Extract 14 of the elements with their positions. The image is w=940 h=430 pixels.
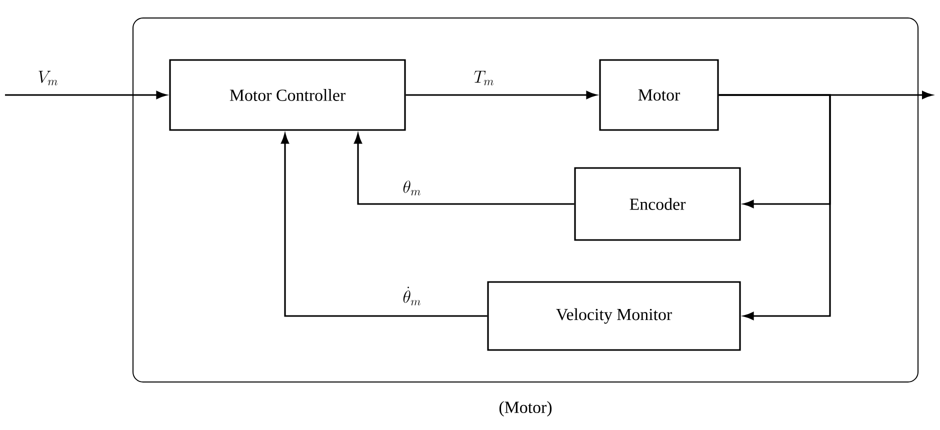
edge-label: $\theta_m$ xyxy=(402,180,422,196)
arrow xyxy=(354,134,574,205)
edge-label: $V_m$ xyxy=(36,70,60,86)
node-label: (Motor) xyxy=(499,401,552,416)
edge-label: $T_m$ xyxy=(472,70,496,86)
arrow xyxy=(718,94,831,320)
arrow xyxy=(281,134,488,317)
arrow xyxy=(406,91,596,99)
controller-box: Motor Controller xyxy=(169,59,406,131)
encoder-box: Encoder xyxy=(574,167,741,241)
motor-box: Motor xyxy=(599,59,719,131)
velocity-monitor-box: Velocity Monitor xyxy=(487,281,741,351)
edge-label: $\dot{\theta}_m$ xyxy=(402,286,422,306)
arrow xyxy=(5,91,166,99)
